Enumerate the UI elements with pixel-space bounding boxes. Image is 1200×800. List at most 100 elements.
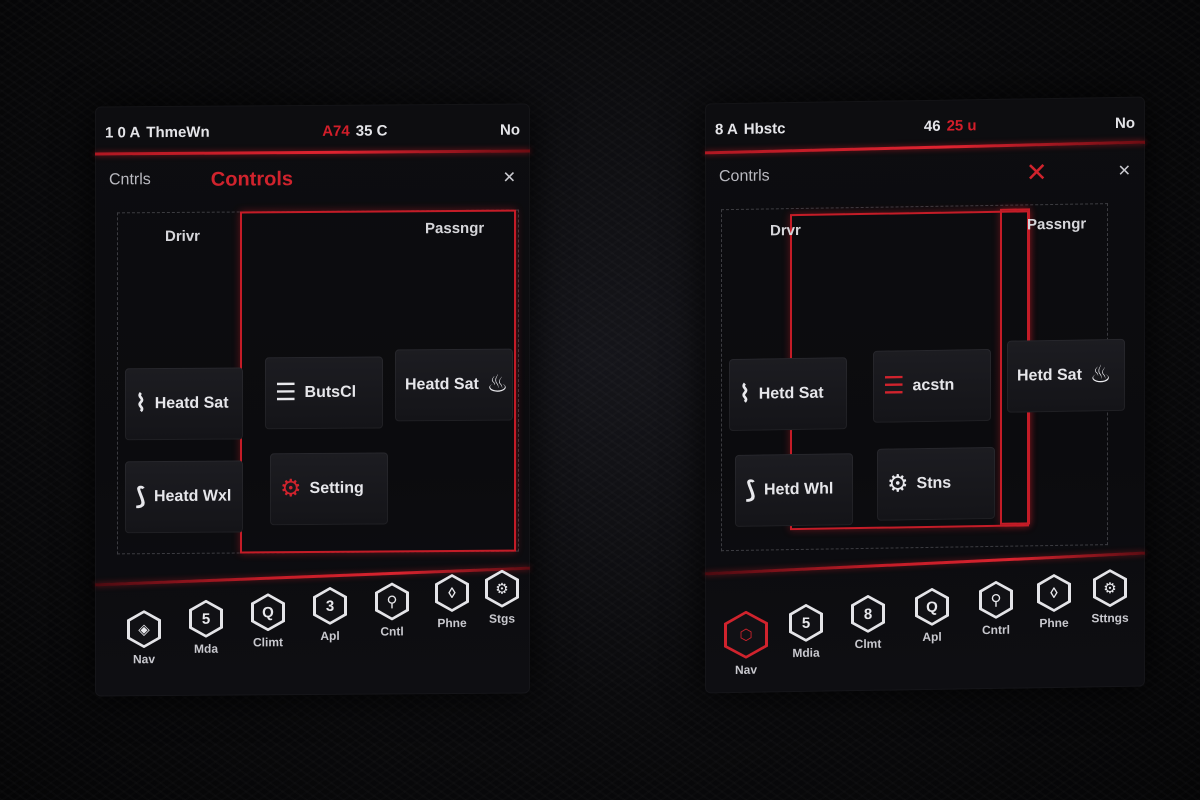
column-passenger: Passngr xyxy=(1027,215,1087,234)
dock-settings[interactable]: ⚙ Stgs xyxy=(473,569,531,626)
page-title: Controls xyxy=(210,167,293,191)
tile-label: ButsCl xyxy=(304,383,357,401)
steering-wheel-icon: ⟆ xyxy=(745,476,756,504)
status-alert: A74 xyxy=(322,122,350,140)
status-bar: 8 A Hbstc 46 25 u No xyxy=(715,105,1135,148)
seat-cool-tile[interactable]: ☰ ButsCl xyxy=(265,356,383,430)
tile-label: Hetd Whl xyxy=(763,480,834,499)
dock-label: Climt xyxy=(253,635,283,650)
controls-icon: ⚲ xyxy=(979,581,1013,620)
dock-settings[interactable]: ⚙ Sttngs xyxy=(1081,569,1139,626)
tile-label: Heatd Sat xyxy=(405,375,479,393)
gear-icon: ⚙ xyxy=(280,475,302,503)
dock-label: Cntl xyxy=(380,624,404,639)
dock-climate[interactable]: 8 Clmt xyxy=(839,594,897,651)
app-dock: ⬡ Nav 5 Mdia 8 Clmt Q Apl ⚲ Cntrl ◊ Phne… xyxy=(715,575,1135,692)
tile-label: Stns xyxy=(916,474,952,492)
phone-icon: ◊ xyxy=(435,574,469,612)
dock-label: Stgs xyxy=(488,611,515,626)
status-profile: Hbstc xyxy=(743,119,786,138)
dock-label: Mda xyxy=(194,641,218,656)
tile-label: Hetd Sat xyxy=(758,384,824,403)
tile-label: Setting xyxy=(309,479,364,497)
dock-label: Nav xyxy=(132,652,155,667)
status-signal: No xyxy=(500,121,520,139)
dock-divider xyxy=(705,551,1145,576)
dock-controls[interactable]: ⚲ Cntl xyxy=(363,582,421,639)
apps-icon: Q xyxy=(915,588,949,627)
seat-heat-icon: ♨ xyxy=(486,370,509,398)
media-icon: 5 xyxy=(789,604,823,643)
settings-tile[interactable]: ⚙ Stns xyxy=(877,446,995,521)
nav-icon: ◈ xyxy=(127,610,161,648)
dock-media[interactable]: 5 Mdia xyxy=(777,603,835,660)
close-icon[interactable]: ✕ xyxy=(502,169,516,187)
seat-heat-icon: ♨ xyxy=(1089,361,1112,389)
right-display: 8 A Hbstc 46 25 u No Contrls ✕ ✕ Drvr Pa… xyxy=(704,96,1146,694)
dock-nav[interactable]: ⬡ Nav xyxy=(717,610,775,677)
heated-seat-passenger-tile[interactable]: Hetd Sat ♨ xyxy=(1007,338,1125,413)
seat-heat-icon: ⌇ xyxy=(739,380,751,408)
controls-icon: ⚲ xyxy=(375,582,409,620)
heated-wheel-tile[interactable]: ⟆ Hetd Whl xyxy=(735,453,853,527)
dock-media[interactable]: 5 Mda xyxy=(177,600,235,656)
left-display: 1 0 A ThmeWn A74 35 C No Cntrls Controls… xyxy=(95,103,530,697)
steering-wheel-icon: ⟆ xyxy=(135,483,146,511)
settings-tile[interactable]: ⚙ Setting xyxy=(270,452,388,526)
dock-climate[interactable]: Q Climt xyxy=(239,593,297,649)
dock-label: Cntrl xyxy=(982,622,1010,638)
seat-adjust-icon: ☰ xyxy=(883,372,905,400)
dock-label: Clmt xyxy=(854,636,882,652)
app-dock: ◈ Nav 5 Mda Q Climt 3 Apl ⚲ Cntl ◊ Phne … xyxy=(105,582,520,695)
nav-icon: ⬡ xyxy=(724,610,768,659)
heated-seat-driver-tile[interactable]: ⌇ Heatd Sat xyxy=(125,367,243,441)
status-temperature: 35 C xyxy=(355,121,388,140)
dock-apps[interactable]: 3 Apl xyxy=(301,587,359,643)
heated-seat-driver-tile[interactable]: ⌇ Hetd Sat xyxy=(729,357,847,432)
tile-label: Heatd Sat xyxy=(154,394,229,412)
dock-label: Phne xyxy=(437,615,467,631)
status-bar: 1 0 A ThmeWn A74 35 C No xyxy=(105,112,520,151)
dock-label: Nav xyxy=(734,662,757,677)
seat-heat-icon: ⌇ xyxy=(135,390,147,418)
dock-label: Mdia xyxy=(792,645,820,661)
status-left: 1 0 A xyxy=(105,123,141,141)
status-signal: No xyxy=(1115,114,1135,132)
dock-apps[interactable]: Q Apl xyxy=(903,587,961,644)
header: Cntrls Controls ✕ xyxy=(109,160,516,199)
heated-wheel-tile[interactable]: ⟆ Heatd Wxl xyxy=(125,460,243,534)
dock-controls[interactable]: ⚲ Cntrl xyxy=(967,580,1025,637)
dock-label: Apl xyxy=(320,628,340,643)
tile-label: acstn xyxy=(912,376,955,394)
close-icon[interactable]: ✕ xyxy=(1025,156,1048,187)
dock-phone[interactable]: ◊ Phne xyxy=(1025,574,1083,631)
close-icon[interactable]: ✕ xyxy=(1117,162,1131,180)
heated-seat-passenger-tile[interactable]: Heatd Sat ♨ xyxy=(395,348,513,422)
status-left: 8 A xyxy=(715,120,738,138)
dock-label: Phne xyxy=(1039,615,1069,631)
tile-label: Hetd Sat xyxy=(1017,366,1082,385)
phone-icon: ◊ xyxy=(1037,574,1071,613)
gear-icon: ⚙ xyxy=(1093,569,1127,608)
apps-icon: 3 xyxy=(313,587,347,625)
accent-line xyxy=(95,149,530,156)
climate-icon: Q xyxy=(251,593,285,631)
status-temperature: 25 u xyxy=(946,116,977,135)
dock-nav[interactable]: ◈ Nav xyxy=(115,610,173,666)
status-alert: 46 xyxy=(923,117,941,135)
seat-adjust-tile[interactable]: ☰ acstn xyxy=(873,348,991,423)
climate-icon: 8 xyxy=(851,595,885,634)
header: Contrls ✕ ✕ xyxy=(719,153,1131,195)
column-driver: Drivr xyxy=(165,227,201,246)
gear-icon: ⚙ xyxy=(485,570,519,608)
column-passenger: Passngr xyxy=(425,219,485,238)
dock-label: Sttngs xyxy=(1091,610,1129,626)
media-icon: 5 xyxy=(189,600,223,638)
dock-label: Apl xyxy=(922,629,942,645)
seat-cool-icon: ☰ xyxy=(275,379,297,407)
breadcrumb: Contrls xyxy=(719,167,770,186)
status-profile: ThmeWn xyxy=(146,123,210,141)
tile-label: Heatd Wxl xyxy=(153,487,232,505)
gear-icon: ⚙ xyxy=(887,470,909,498)
column-driver: Drvr xyxy=(770,221,801,240)
